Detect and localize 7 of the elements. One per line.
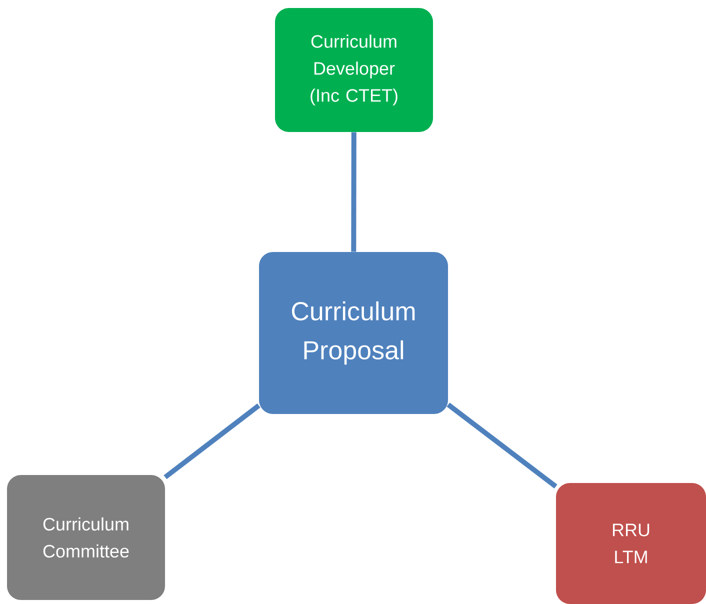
connector-line <box>351 132 356 252</box>
rounded-box: RRU LTM <box>556 483 706 604</box>
rounded-box: Curriculum Committee <box>7 475 165 600</box>
connector-line <box>446 402 558 488</box>
rounded-box: Curriculum Developer (Inc CTET) <box>275 8 433 132</box>
rounded-box: Curriculum Proposal <box>259 252 448 414</box>
connector-line <box>164 404 260 480</box>
